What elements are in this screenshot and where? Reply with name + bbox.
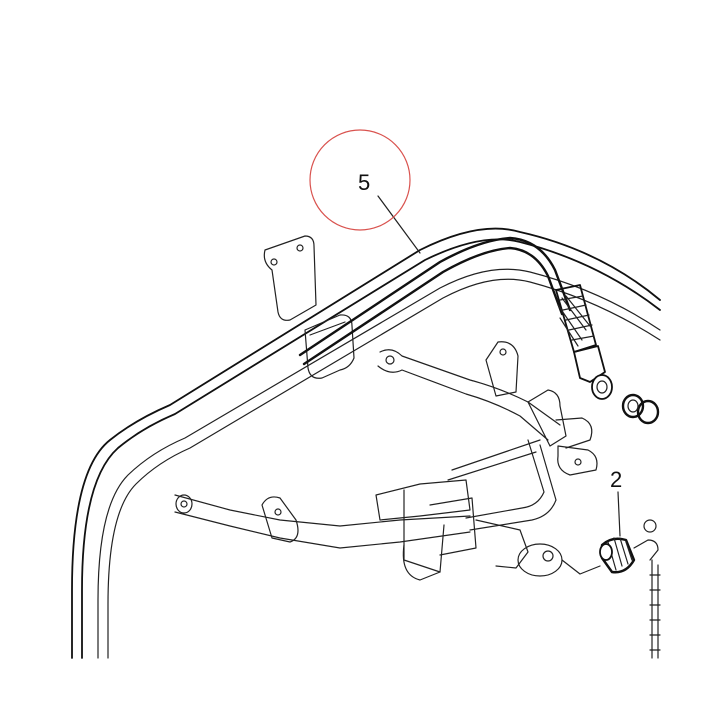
frame-outline — [71, 227, 661, 659]
highlight-circle — [309, 129, 411, 231]
callout-2-label: 2 — [610, 467, 622, 492]
hose-assembly — [298, 236, 660, 425]
right-cylinder — [649, 559, 661, 659]
lower-frame — [174, 341, 601, 581]
bushing-part2 — [599, 519, 659, 574]
callout-2-leader — [617, 491, 621, 537]
callout-5-label: 5 — [358, 170, 370, 195]
upper-bracket — [263, 235, 355, 379]
callout-5-leader — [377, 195, 421, 254]
